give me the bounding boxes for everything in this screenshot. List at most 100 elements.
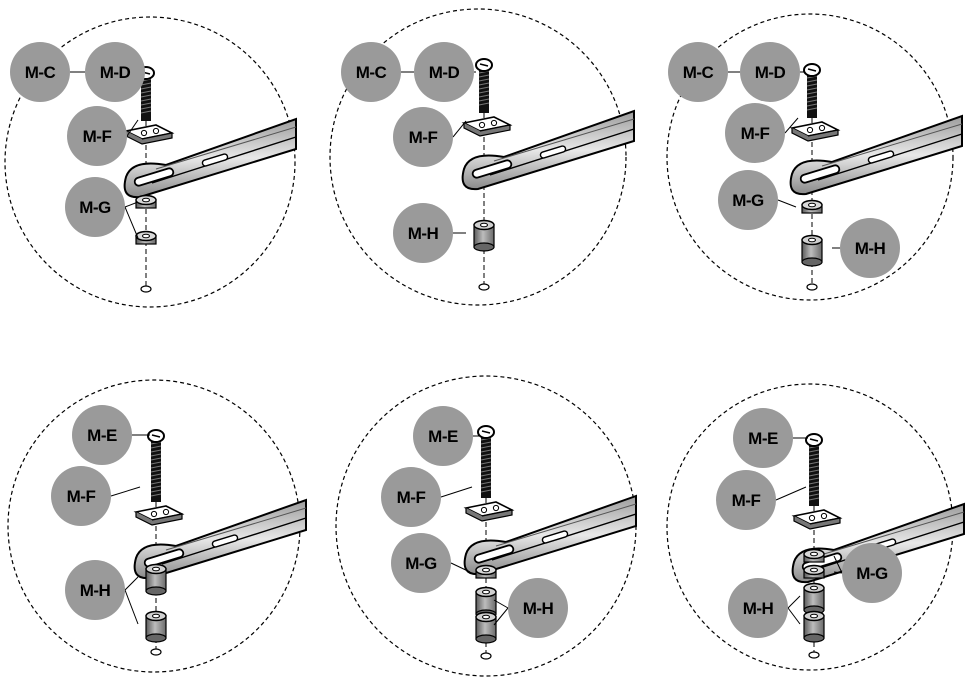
spacer-bottom [475, 634, 497, 644]
part-badge-m-h-label: M-H [523, 599, 554, 618]
mounting-hole [478, 283, 490, 291]
leader-line [775, 486, 807, 501]
detail-circle [4, 16, 296, 308]
mounting-hole [150, 648, 162, 656]
arm-slot-small [541, 530, 569, 544]
screw-thread [150, 489, 162, 493]
screw-thread [808, 461, 820, 465]
part-badge-m-h [840, 218, 900, 278]
screw-head-slot [151, 434, 161, 438]
screw-thread [150, 485, 162, 489]
washer-hole [810, 551, 818, 557]
screw-thread [808, 489, 820, 493]
screw-thread [150, 477, 162, 481]
panel-6: M-EM-FM-GM-H [666, 383, 965, 671]
screw-thread [480, 489, 492, 493]
screw-thread [480, 469, 492, 473]
spacer-bottom [801, 257, 823, 267]
screw-thread [140, 90, 152, 94]
part-badge-m-g-label: M-G [405, 554, 437, 573]
plate-hole [820, 512, 828, 520]
screw-thread [140, 86, 152, 90]
part-badge-m-g [391, 533, 451, 593]
leader-line [784, 117, 799, 134]
screw-thread [480, 445, 492, 449]
part-badge-m-h-label: M-H [743, 599, 774, 618]
screw-thread [480, 465, 492, 469]
screw-shank [481, 434, 491, 498]
arm-ridge-line [495, 503, 637, 547]
panel-4: M-EM-FM-H [7, 379, 307, 673]
screw-thread [140, 98, 152, 102]
screw-thread [808, 497, 820, 501]
spacer-bottom [473, 242, 495, 252]
part-badge-m-f-label: M-F [397, 488, 426, 507]
spacer-hole [482, 614, 490, 620]
washer-hole [142, 197, 150, 203]
leader-line [452, 120, 467, 138]
part-badge-m-f [725, 103, 785, 163]
leader-line [440, 486, 473, 498]
spacer-hole [152, 613, 160, 619]
screw-shank [809, 442, 819, 506]
plate-hole [818, 124, 826, 132]
leader-line [124, 589, 139, 625]
washer-hole [808, 202, 816, 208]
part-badge-m-c-label: M-C [25, 63, 56, 82]
screw-thread [808, 453, 820, 457]
arm-ridge-line [165, 507, 307, 551]
screw-thread [808, 473, 820, 477]
plate-hole [150, 510, 158, 518]
part-badge-m-d [740, 42, 800, 102]
screw-thread [480, 481, 492, 485]
screw-thread [150, 449, 162, 453]
spacer-hole [810, 613, 818, 619]
washer-hole [810, 567, 818, 573]
screw-thread [478, 82, 490, 86]
part-badge-m-f [67, 106, 127, 166]
part-badge-m-g-label: M-G [732, 191, 764, 210]
part-badge-m-e [733, 408, 793, 468]
screw-thread [150, 453, 162, 457]
leader-line [450, 562, 471, 573]
leader-line [777, 199, 797, 208]
part-badge-m-c-label: M-C [356, 63, 387, 82]
plate-hole [490, 119, 498, 127]
screw-thread [140, 102, 152, 106]
screw-shank [479, 67, 489, 113]
arm-ridge-line [493, 118, 635, 162]
part-badge-m-e-label: M-E [748, 429, 778, 448]
washer-hole [482, 567, 490, 573]
part-badge-m-f-label: M-F [741, 124, 770, 143]
part-badge-m-d [414, 42, 474, 102]
screw-thread [150, 473, 162, 477]
screw-thread [808, 477, 820, 481]
spacer-hole [480, 222, 488, 228]
part-badge-m-f [716, 470, 776, 530]
spacer-hole [482, 589, 490, 595]
mounting-hole [806, 283, 818, 291]
screw-thread [808, 465, 820, 469]
screw-thread [150, 469, 162, 473]
screw-thread [480, 449, 492, 453]
screw-thread [808, 493, 820, 497]
screw-thread [480, 473, 492, 477]
spacer-bottom [145, 633, 167, 643]
part-badge-m-g [65, 177, 125, 237]
screw-thread [478, 74, 490, 78]
part-badge-m-f [381, 467, 441, 527]
screw-shank [807, 72, 817, 118]
leader-line [787, 595, 801, 609]
leader-line [833, 555, 843, 574]
leader-line [124, 576, 139, 591]
part-badge-m-h [393, 203, 453, 263]
part-badge-m-e-label: M-E [428, 427, 458, 446]
washer-hole [142, 233, 150, 239]
screw-thread [806, 103, 818, 107]
arm-slot-small [211, 534, 239, 548]
part-badge-m-f [393, 107, 453, 167]
screw-thread [140, 110, 152, 114]
